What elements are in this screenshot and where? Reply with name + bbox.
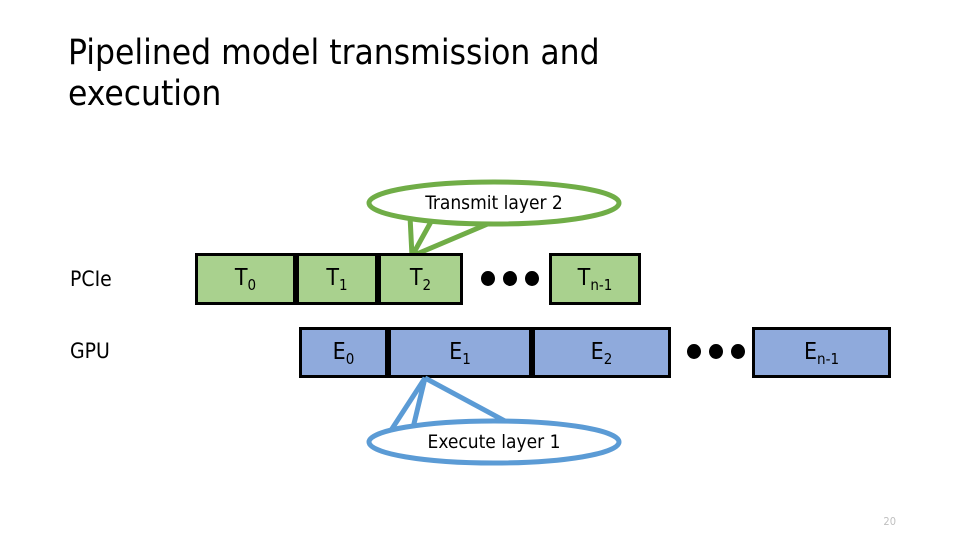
pcie-block-t0[interactable]: T0 bbox=[195, 253, 296, 305]
pcie-block-t0-label: T0 bbox=[234, 265, 257, 294]
row-label-gpu: GPU bbox=[70, 339, 110, 363]
pcie-ellipsis-dot-1 bbox=[481, 271, 495, 286]
pcie-ellipsis-dot-2 bbox=[503, 271, 517, 286]
page-number: 20 bbox=[883, 515, 896, 528]
pcie-ellipsis bbox=[481, 271, 539, 286]
callout-transmit-body bbox=[366, 179, 622, 227]
pcie-block-t2[interactable]: T2 bbox=[378, 253, 463, 305]
gpu-ellipsis-dot-1 bbox=[687, 344, 701, 359]
gpu-ellipsis-dot-3 bbox=[731, 344, 745, 359]
gpu-block-e1-label: E1 bbox=[449, 338, 471, 368]
gpu-block-e2-label: E2 bbox=[590, 338, 613, 368]
gpu-block-e2[interactable]: E2 bbox=[532, 327, 671, 378]
gpu-ellipsis bbox=[687, 344, 745, 359]
gpu-block-e1[interactable]: E1 bbox=[388, 327, 532, 378]
pcie-ellipsis-dot-3 bbox=[525, 271, 539, 286]
page-title: Pipelined model transmission and executi… bbox=[68, 33, 600, 114]
gpu-block-en-1-label: En-1 bbox=[803, 338, 840, 368]
gpu-block-e0[interactable]: E0 bbox=[299, 327, 388, 378]
row-label-pcie: PCIe bbox=[70, 267, 112, 291]
pcie-block-t1-label: T1 bbox=[326, 265, 348, 294]
gpu-ellipsis-dot-2 bbox=[709, 344, 723, 359]
gpu-block-en-1[interactable]: En-1 bbox=[752, 327, 891, 378]
pcie-block-t2-label: T2 bbox=[409, 265, 432, 294]
gpu-block-e0-label: E0 bbox=[332, 338, 355, 368]
callout-transmit-layer-2: Transmit layer 2 bbox=[366, 179, 622, 265]
callout-execute-body bbox=[366, 418, 622, 466]
pcie-block-t1[interactable]: T1 bbox=[296, 253, 378, 305]
callout-execute-layer-1: Execute layer 1 bbox=[366, 375, 622, 466]
pcie-block-tn-1[interactable]: Tn-1 bbox=[549, 253, 641, 305]
pcie-block-tn-1-label: Tn-1 bbox=[577, 265, 613, 294]
